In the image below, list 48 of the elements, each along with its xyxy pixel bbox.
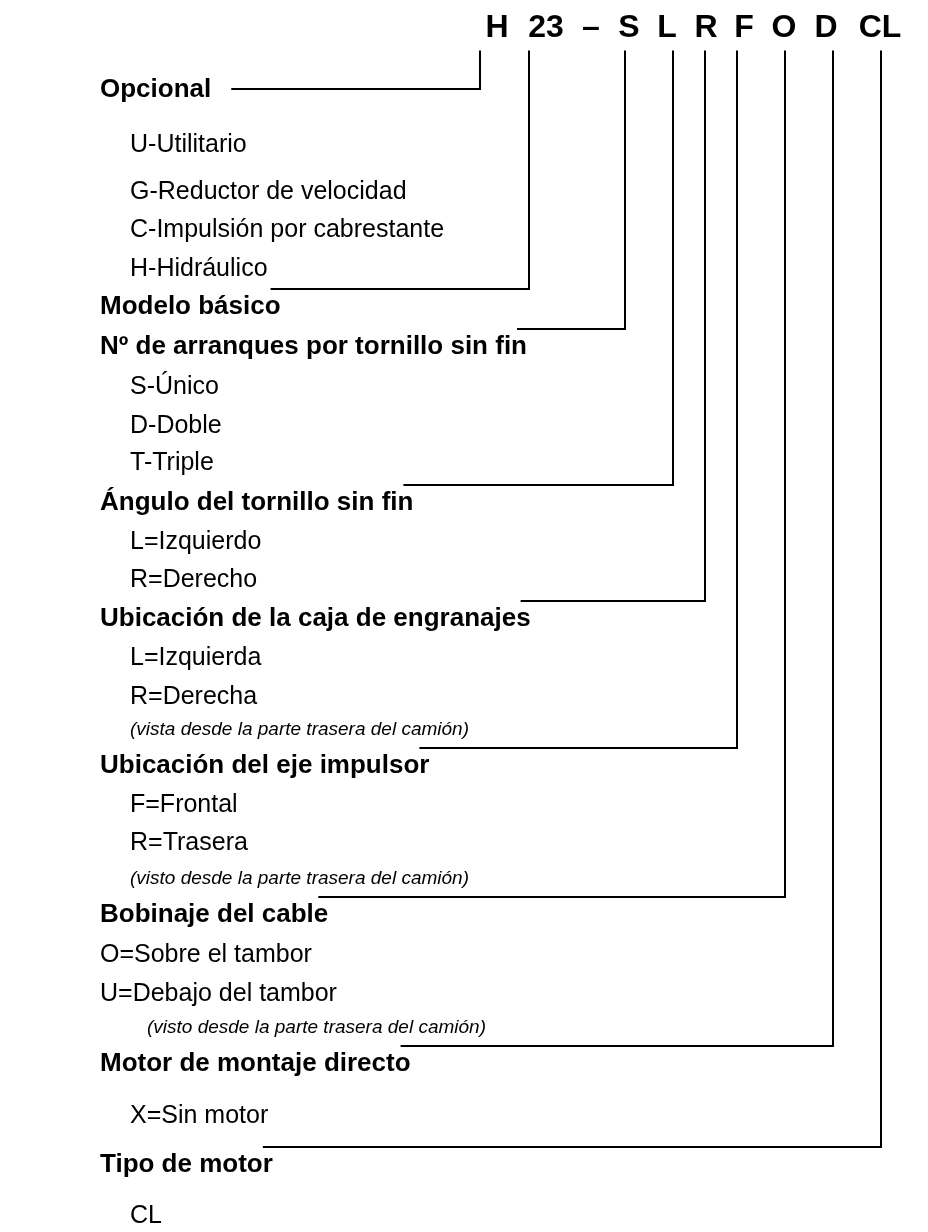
leader-line: [399, 49, 834, 1048]
option-text: G-Reductor de velocidad: [130, 175, 407, 205]
option-text: S-Único: [130, 370, 219, 400]
leader-line: [230, 49, 481, 90]
code-letter: O: [771, 7, 797, 45]
option-text: CL: [130, 1199, 162, 1229]
note-text: (vista desde la parte trasera del camión): [130, 717, 469, 741]
leader-line: [269, 49, 530, 291]
option-text: X=Sin motor: [130, 1099, 269, 1129]
leader-line: [516, 49, 626, 331]
section-heading: Bobinaje del cable: [100, 897, 329, 931]
section-heading: Motor de montaje directo: [100, 1046, 411, 1080]
section-heading: Tipo de motor: [100, 1147, 273, 1181]
note-text: (visto desde la parte trasera del camión): [147, 1015, 486, 1039]
option-text: U-Utilitario: [130, 128, 247, 158]
option-text: D-Doble: [130, 409, 222, 439]
leader-line: [418, 49, 738, 750]
section-heading: Ubicación de la caja de engranajes: [100, 601, 531, 635]
option-text: F=Frontal: [130, 788, 238, 818]
option-text: L=Izquierdo: [130, 525, 262, 555]
option-text: O=Sobre el tambor: [100, 938, 312, 968]
option-text: R=Trasera: [130, 826, 248, 856]
option-text: U=Debajo del tambor: [100, 977, 337, 1007]
leader-line: [261, 49, 882, 1149]
code-letter: 23: [528, 7, 564, 45]
option-text: T-Triple: [130, 446, 214, 476]
code-letter: L: [657, 7, 677, 45]
section-heading: Opcional: [100, 72, 212, 106]
code-letter: H: [485, 7, 509, 45]
code-letter: R: [694, 7, 718, 45]
code-letter: F: [734, 7, 754, 45]
section-heading: Nº de arranques por tornillo sin fin: [100, 329, 527, 363]
section-heading: Ubicación del eje impulsor: [100, 748, 430, 782]
leader-line: [519, 49, 706, 603]
option-text: L=Izquierda: [130, 641, 262, 671]
option-text: C-Impulsión por cabrestante: [130, 213, 445, 243]
code-letter: S: [618, 7, 640, 45]
note-text: (visto desde la parte trasera del camión): [130, 866, 469, 890]
section-heading: Ángulo del tornillo sin fin: [100, 485, 414, 519]
section-heading: Modelo básico: [100, 289, 281, 323]
leader-line: [317, 49, 786, 899]
leader-line: [402, 49, 674, 487]
option-text: H-Hidráulico: [130, 252, 268, 282]
code-separator: –: [582, 7, 600, 45]
code-letter: D: [814, 7, 838, 45]
code-letter: CL: [858, 7, 902, 45]
option-text: R=Derecha: [130, 680, 258, 710]
option-text: R=Derecho: [130, 563, 258, 593]
